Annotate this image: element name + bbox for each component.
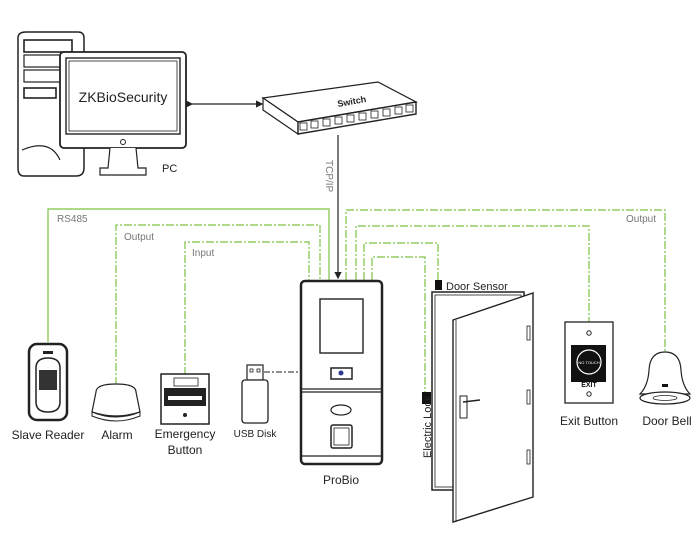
output-right-label: Output	[626, 214, 656, 225]
alarm-label: Alarm	[101, 428, 132, 442]
probio-device-icon	[299, 279, 384, 466]
door-sensor-label: Door Sensor	[446, 281, 508, 293]
exit-button-icon: NO TOUCH EXIT	[564, 321, 614, 404]
slave-reader-icon	[27, 342, 69, 422]
electric-lock-wire	[371, 256, 426, 393]
usb-disk-icon	[241, 364, 269, 424]
exit-button-face-text: NO TOUCH	[578, 360, 599, 365]
switch-icon	[261, 81, 418, 136]
monitor-icon	[59, 51, 187, 176]
exit-button-label: Exit Button	[560, 414, 618, 428]
pc-label: PC	[162, 163, 177, 175]
output-left-label: Output	[124, 232, 154, 243]
input-label: Input	[192, 248, 214, 259]
switch-label: Switch	[337, 94, 367, 109]
door-sensor-wire	[363, 242, 439, 280]
electric-lock-icon	[422, 392, 431, 404]
door-bell-label: Door Bell	[642, 414, 691, 428]
alarm-output-wire	[115, 224, 321, 385]
pc-screen-text: ZKBioSecurity	[79, 89, 168, 105]
probio-label: ProBio	[323, 473, 359, 487]
exit-text: EXIT	[581, 382, 597, 389]
usb-label: USB Disk	[234, 429, 278, 440]
exit-button-wire	[355, 225, 590, 322]
door-bell-icon	[638, 351, 692, 405]
emergency-input-wire	[184, 241, 310, 375]
emergency-button-icon	[160, 373, 210, 425]
door-sensor-icon	[435, 280, 442, 290]
alarm-icon	[91, 383, 141, 422]
rs485-label: RS485	[57, 214, 88, 225]
door-icon	[431, 291, 534, 523]
emergency-label-line2: Button	[168, 443, 203, 457]
emergency-label-line1: Emergency	[155, 427, 216, 441]
electric-lock-label: Electric Lock	[422, 395, 434, 458]
rs485-wire	[47, 208, 330, 342]
tcpip-label: TCP/IP	[323, 160, 334, 193]
doorbell-output-wire	[345, 209, 666, 352]
slave-reader-label: Slave Reader	[12, 428, 85, 442]
